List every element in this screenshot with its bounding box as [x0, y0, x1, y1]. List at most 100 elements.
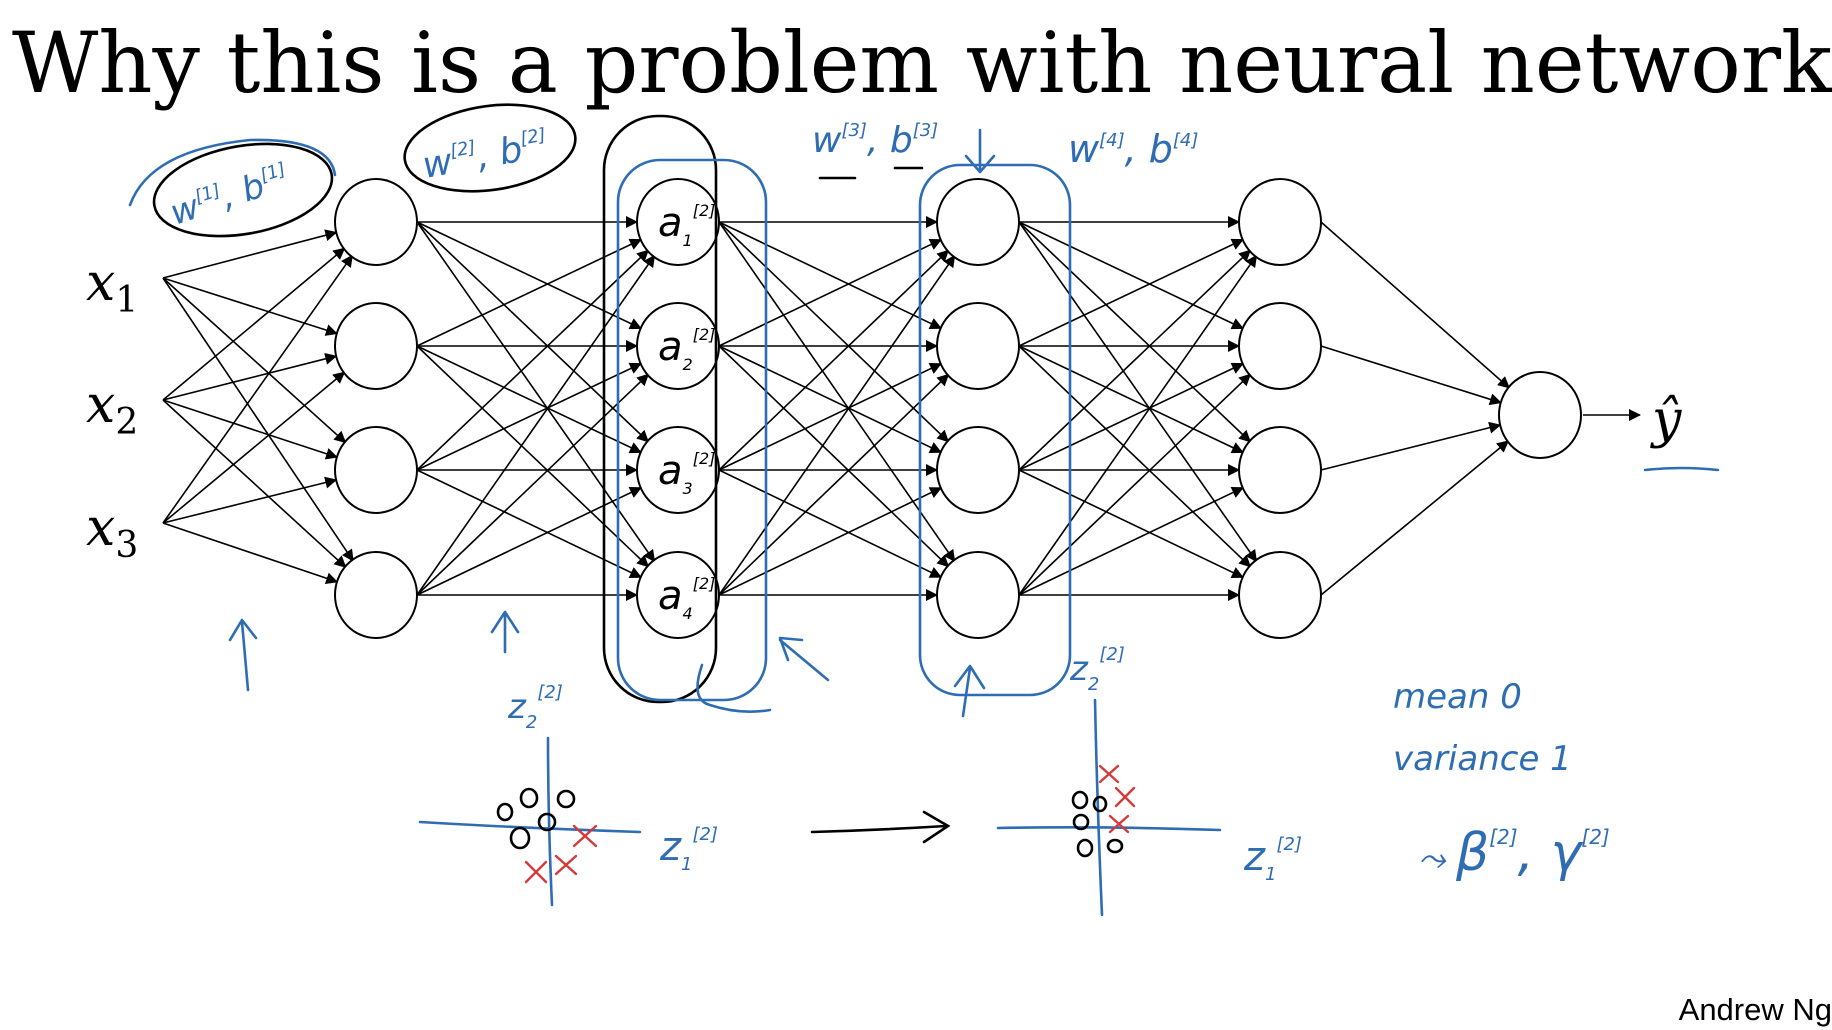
- mean-note: mean 0: [1393, 677, 1522, 717]
- node-layer4-1: [1238, 178, 1322, 266]
- edge-l2n1-l3n2: [718, 221, 942, 330]
- edge-l1n3-l2n2: [416, 362, 642, 471]
- edge-x2-l1n1: [162, 247, 346, 401]
- edge-l3n3-l4n2: [1018, 362, 1244, 471]
- edge-l3n3-l4n4: [1018, 469, 1244, 579]
- edge-l2n1-l3n4: [718, 221, 956, 563]
- node-layer1-3: [334, 426, 418, 514]
- node-layer3-1: [936, 178, 1020, 266]
- activation-labels: a1[2] a2[2] a3[2] a4[2]: [658, 200, 715, 623]
- edge-l2n4-l3n1: [718, 254, 956, 596]
- edge-l2n2-l3n3: [718, 345, 942, 454]
- w3-underline-marks: [818, 166, 924, 180]
- layer3-blue-loop: [918, 163, 1072, 697]
- scatter1-x-label: z1[2]: [659, 824, 718, 875]
- edge-l3n2-l4n1: [1018, 238, 1244, 347]
- activation-a1: a1[2]: [658, 200, 715, 250]
- w2-circle-mark: [403, 103, 577, 193]
- input-label-x2: x2: [86, 375, 138, 443]
- node-layer2-3: [636, 426, 720, 514]
- edge-l2n2-l3n4: [718, 345, 950, 568]
- output-label-y-hat: ŷ: [1650, 390, 1682, 450]
- edge-x3-l1n2: [162, 371, 346, 524]
- up-arrow-3: [778, 636, 830, 682]
- edge-l2n3-l3n2: [718, 362, 942, 471]
- node-layer4-4: [1238, 551, 1322, 639]
- edge-l1n4-l2n1: [416, 254, 656, 596]
- edge-l3n1-l4n2: [1018, 221, 1244, 330]
- edge-l2n2-l3n1: [718, 238, 942, 347]
- edge-l2n3-l3n1: [718, 249, 950, 471]
- node-layer4-3: [1238, 426, 1322, 514]
- y-hat-underline: [1643, 466, 1720, 472]
- scatter-plot-before: z2[2] z1[2]: [418, 682, 718, 907]
- scatter1-y-label: z2[2]: [507, 682, 563, 733]
- up-arrow-1: [228, 618, 258, 692]
- edge-x1-l1n1: [162, 229, 338, 279]
- edge-l2n4-l3n3: [718, 487, 942, 596]
- edge-x1-l1n2: [162, 277, 338, 336]
- node-layer2-2: [636, 302, 720, 390]
- edge-l1n2-l2n3: [416, 345, 642, 454]
- edge-x2-l1n2: [162, 352, 338, 401]
- edge-l2n1-l3n3: [718, 221, 950, 443]
- scatter2-x-axis: [996, 826, 1222, 832]
- edge-l4n1-out: [1320, 221, 1510, 389]
- edge-l3n4-l4n3: [1018, 486, 1244, 596]
- scatter2-x-label: z1[2]: [1243, 834, 1302, 885]
- w1-annotation: w[1], b[1]: [165, 158, 293, 234]
- edge-l2n4-l3n2: [718, 373, 950, 596]
- up-arrow-4: [953, 664, 986, 718]
- activation-a2: a2[2]: [658, 324, 715, 374]
- layer3-down-arrow: [964, 128, 996, 174]
- edge-x3-l1n1: [162, 254, 353, 524]
- network-edges: [162, 216, 1510, 601]
- w1-highlight-stroke: [128, 138, 337, 207]
- node-layer3-4: [936, 551, 1020, 639]
- layer2-blue-loop: [616, 158, 768, 702]
- layer2-black-loop: [602, 114, 718, 704]
- node-layer2-1: [636, 178, 720, 266]
- edge-l4n3-out: [1320, 421, 1502, 471]
- edge-l1n3-l2n1: [416, 249, 650, 471]
- activation-a3: a3[2]: [658, 448, 715, 498]
- edge-x3-l1n4: [162, 522, 339, 585]
- input-label-x1: x1: [86, 253, 138, 321]
- edge-l4n2-out: [1320, 345, 1502, 406]
- w2-annotation: w[2], b[2]: [419, 125, 550, 187]
- edge-l1n2-l2n1: [416, 238, 642, 347]
- node-output: [1498, 371, 1582, 459]
- transform-arrow: [810, 810, 951, 844]
- edge-l1n3-l2n4: [416, 469, 642, 579]
- network-nodes: [334, 178, 1582, 639]
- w1-circle-mark: [152, 142, 334, 238]
- edge-l2n3-l3n4: [718, 469, 942, 578]
- edge-x2-l1n4: [162, 399, 347, 568]
- scatter1-x-axis: [418, 820, 642, 834]
- node-layer1-4: [334, 551, 418, 639]
- scatter-plot-after: z2[2] z1[2]: [996, 644, 1302, 917]
- beta-gamma-note: ⤳ β[2], γ[2]: [1418, 823, 1610, 883]
- up-arrow-2: [490, 610, 520, 654]
- author-credit: Andrew Ng: [1678, 992, 1832, 1027]
- node-layer3-2: [936, 302, 1020, 390]
- activation-a4: a4[2]: [658, 573, 715, 623]
- slide-title: Why this is a problem with neural networ…: [12, 14, 1832, 112]
- edge-l3n3-l4n1: [1018, 249, 1252, 471]
- w4-annotation: w[4], b[4]: [1068, 127, 1198, 171]
- scatter2-y-axis: [1093, 698, 1104, 917]
- edge-l1n4-l2n2: [416, 373, 650, 596]
- edge-l1n1-l2n4: [416, 221, 656, 563]
- scatter1-y-axis: [546, 736, 554, 907]
- edge-l3n4-l4n2: [1018, 373, 1252, 596]
- edge-l1n1-l2n2: [416, 221, 642, 330]
- edge-l1n2-l2n4: [416, 345, 650, 568]
- edge-x2-l1n3: [162, 399, 338, 460]
- scatter2-y-label: z2[2]: [1069, 644, 1125, 695]
- edge-x1-l1n3: [162, 277, 347, 444]
- edge-l1n1-l2n3: [416, 221, 650, 443]
- w3-annotation: w[3], b[3]: [812, 120, 938, 161]
- edge-x3-l1n3: [162, 476, 338, 524]
- edge-l1n4-l2n3: [416, 486, 642, 596]
